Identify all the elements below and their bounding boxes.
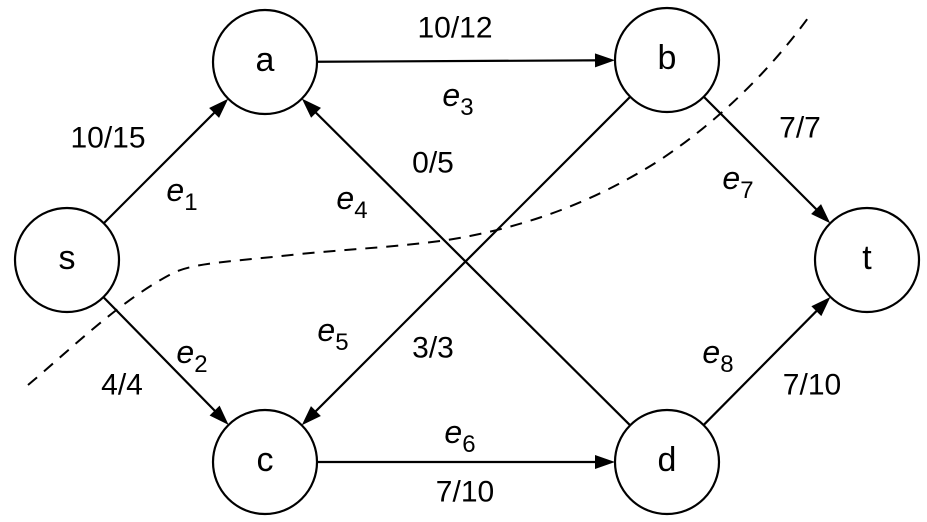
arrowhead-icon — [209, 98, 229, 118]
node-circle — [211, 408, 319, 516]
node-d: d — [613, 408, 721, 516]
arrowhead-icon — [594, 53, 616, 68]
edge-name-base: e — [317, 312, 335, 348]
edge-e2 — [102, 296, 229, 425]
edge-name-label: e8 — [702, 334, 733, 378]
edge-name-subscript: 8 — [720, 351, 733, 378]
edge-name-subscript: 2 — [194, 351, 207, 378]
flow-capacity-label: 7/7 — [779, 112, 821, 145]
edge-name-label: e3 — [442, 77, 473, 121]
flow-capacity-label: 10/15 — [70, 122, 145, 155]
flow-capacity-label: 0/5 — [412, 147, 454, 180]
arrowhead-icon — [811, 204, 831, 224]
arrowhead-icon — [301, 98, 321, 118]
labels-layer: 10/15e14/4e210/12e30/5e43/3e57/10e67/7e7… — [70, 12, 841, 509]
edge-name-base: e — [166, 172, 184, 208]
edge-name-subscript: 6 — [462, 431, 475, 458]
flow-capacity-label: 7/10 — [783, 369, 841, 402]
flow-capacity-label: 7/10 — [436, 476, 494, 509]
edge-line — [102, 296, 227, 423]
edge-name-label: e5 — [317, 312, 348, 356]
edge-e4 — [301, 98, 631, 427]
edge-name-subscript: 7 — [740, 177, 753, 204]
node-label: s — [59, 239, 76, 277]
edge-e1 — [102, 98, 229, 225]
node-label: d — [658, 441, 677, 479]
node-circle — [211, 8, 319, 116]
edge-name-base: e — [722, 160, 740, 196]
edge-name-subscript: 1 — [184, 189, 197, 216]
arrowhead-icon — [811, 296, 831, 317]
edge-e5 — [301, 95, 632, 426]
edge-name-label: e4 — [336, 180, 367, 224]
node-c: c — [211, 408, 319, 516]
edge-name-subscript: 3 — [460, 94, 473, 121]
flow-capacity-label: 3/3 — [412, 332, 454, 365]
edge-line — [316, 59, 612, 63]
edge-name-base: e — [702, 334, 720, 370]
flow-capacity-label: 10/12 — [417, 12, 492, 45]
edge-e7 — [702, 95, 831, 224]
edge-name-label: e6 — [444, 414, 475, 458]
edge-name-base: e — [442, 77, 460, 113]
node-s: s — [13, 206, 121, 314]
edge-e3 — [316, 53, 616, 68]
edge-line — [102, 100, 227, 225]
edge-name-subscript: 4 — [354, 197, 367, 224]
edge-name-base: e — [444, 414, 462, 450]
node-a: a — [211, 8, 319, 116]
edge-name-base: e — [336, 180, 354, 216]
flow-capacity-label: 4/4 — [101, 369, 143, 402]
node-label: a — [256, 41, 275, 79]
node-circle — [613, 408, 721, 516]
edge-line — [303, 95, 632, 424]
edge-line — [702, 95, 829, 222]
node-circle — [13, 206, 121, 314]
node-label: t — [862, 239, 872, 277]
cut-line — [27, 17, 809, 386]
node-label: c — [257, 441, 274, 479]
node-circle — [813, 206, 921, 314]
edge-name-label: e1 — [166, 172, 197, 216]
edge-name-subscript: 5 — [335, 329, 348, 356]
arrowhead-icon — [209, 405, 229, 425]
edge-line — [702, 299, 829, 426]
node-circle — [613, 6, 721, 114]
edge-e8 — [702, 296, 831, 426]
node-b: b — [613, 6, 721, 114]
arrowhead-icon — [301, 406, 321, 426]
node-label: b — [658, 39, 677, 77]
arrowhead-icon — [595, 455, 615, 469]
nodes-layer: s a b c d t — [13, 6, 921, 516]
node-t: t — [813, 206, 921, 314]
edge-name-base: e — [176, 334, 194, 370]
edge-e6 — [317, 455, 615, 469]
edge-name-label: e2 — [176, 334, 207, 378]
edges-layer — [102, 53, 831, 469]
edge-line — [303, 100, 631, 427]
edge-name-label: e7 — [722, 160, 753, 204]
